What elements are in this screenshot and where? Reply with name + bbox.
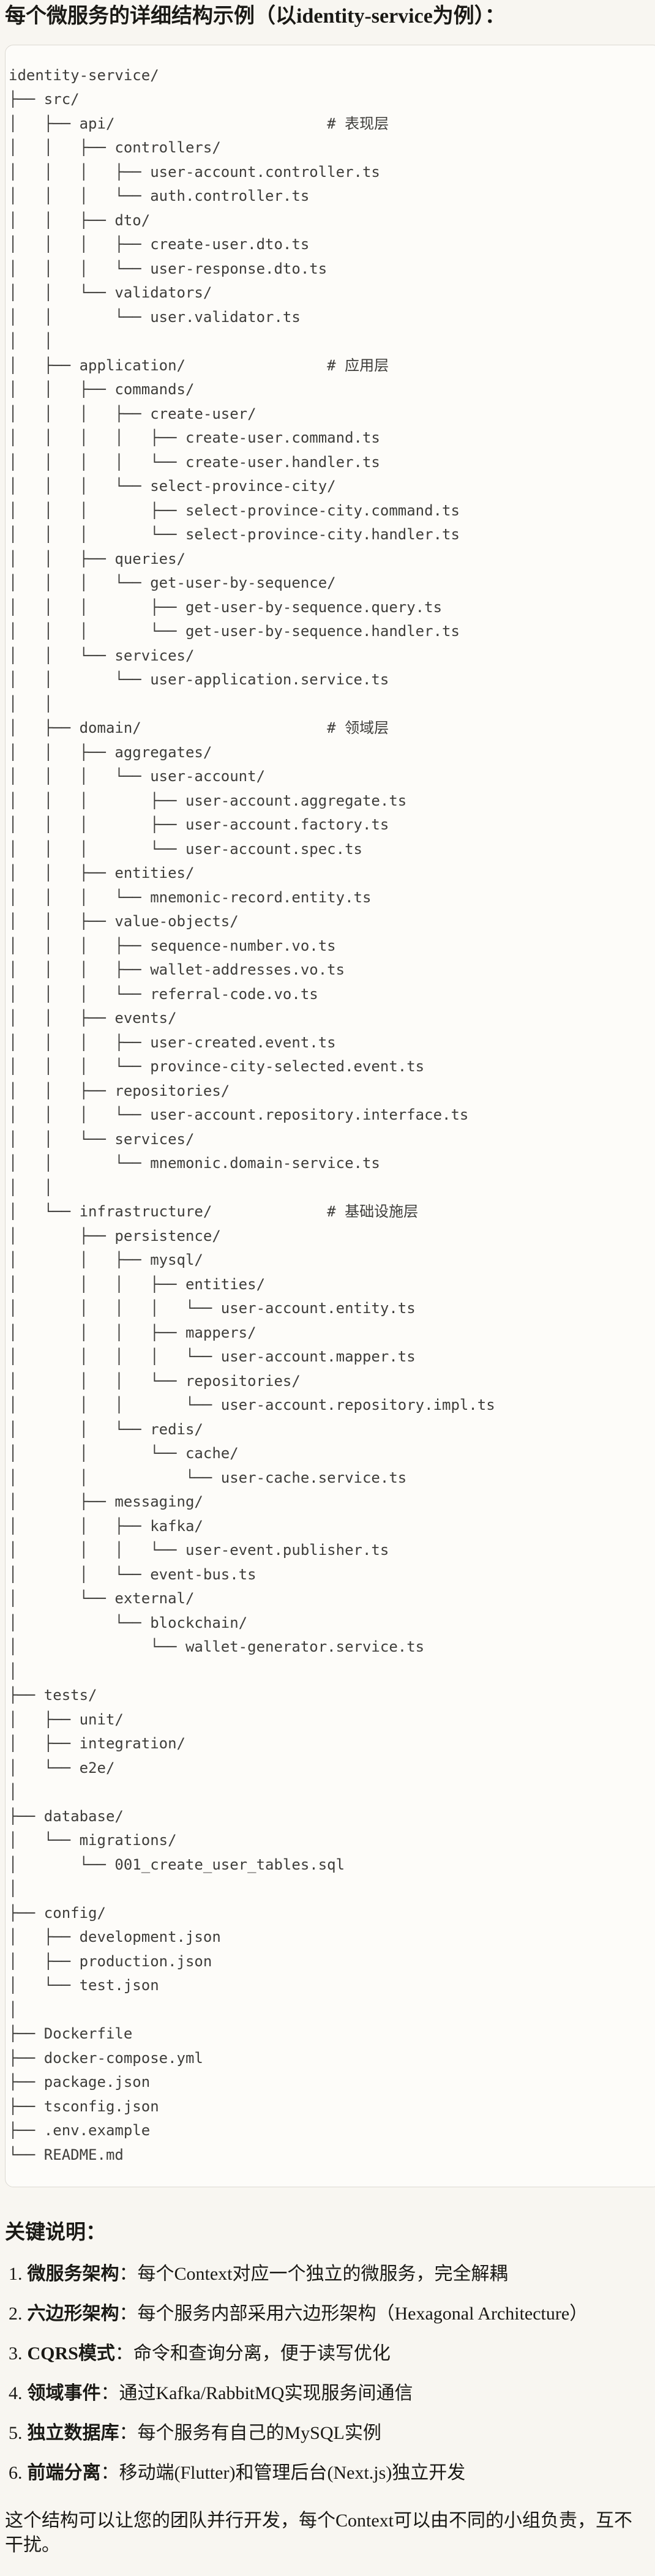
page-title: 每个微服务的详细结构示例（以identity-service为例）： — [5, 5, 506, 28]
note-label: 领域事件 — [27, 2383, 101, 2403]
note-number: 5. — [9, 2423, 23, 2443]
note-text: 移动端(Flutter)和管理后台(Next.js)独立开发 — [119, 2463, 466, 2483]
note-label: CQRS模式 — [27, 2343, 115, 2364]
note-number: 1. — [9, 2264, 23, 2284]
note-separator: ： — [114, 2343, 133, 2364]
note-text: 命令和查询分离，便于读写优化 — [133, 2343, 391, 2364]
closing-paragraph: 这个结构可以让您的团队并行开发，每个Context可以由不同的小组负责，互不干扰… — [5, 2510, 632, 2555]
note-number: 4. — [9, 2383, 23, 2403]
note-number: 2. — [9, 2304, 23, 2324]
note-item: 1.微服务架构：每个Context对应一个独立的微服务，完全解耦 — [9, 2263, 649, 2285]
directory-tree: identity-service/ ├── src/ │ ├── api/ # … — [9, 66, 495, 2163]
note-item: 3.CQRS模式：命令和查询分离，便于读写优化 — [9, 2343, 649, 2365]
notes-heading: 关键说明： — [5, 2222, 106, 2244]
note-separator: ： — [119, 2423, 138, 2443]
note-label: 前端分离 — [27, 2463, 101, 2483]
note-separator: ： — [100, 2383, 119, 2403]
note-separator: ： — [119, 2304, 138, 2324]
code-block: identity-service/ ├── src/ │ ├── api/ # … — [5, 44, 655, 2187]
note-number: 3. — [9, 2343, 23, 2364]
note-text: 每个服务有自己的MySQL实例 — [137, 2423, 381, 2443]
note-number: 6. — [9, 2463, 23, 2483]
note-item: 2.六边形架构：每个服务内部采用六边形架构（Hexagonal Architec… — [9, 2303, 649, 2325]
note-item: 5.独立数据库：每个服务有自己的MySQL实例 — [9, 2422, 649, 2444]
note-item: 4.领域事件：通过Kafka/RabbitMQ实现服务间通信 — [9, 2383, 649, 2405]
note-separator: ： — [119, 2264, 138, 2284]
note-item: 6.前端分离：移动端(Flutter)和管理后台(Next.js)独立开发 — [9, 2462, 649, 2484]
note-separator: ： — [100, 2463, 119, 2483]
note-label: 六边形架构 — [27, 2304, 119, 2324]
note-label: 微服务架构 — [27, 2264, 119, 2284]
note-text: 每个服务内部采用六边形架构（Hexagonal Architecture） — [137, 2304, 588, 2324]
note-text: 通过Kafka/RabbitMQ实现服务间通信 — [119, 2383, 413, 2403]
note-text: 每个Context对应一个独立的微服务，完全解耦 — [137, 2264, 508, 2284]
note-label: 独立数据库 — [27, 2423, 119, 2443]
